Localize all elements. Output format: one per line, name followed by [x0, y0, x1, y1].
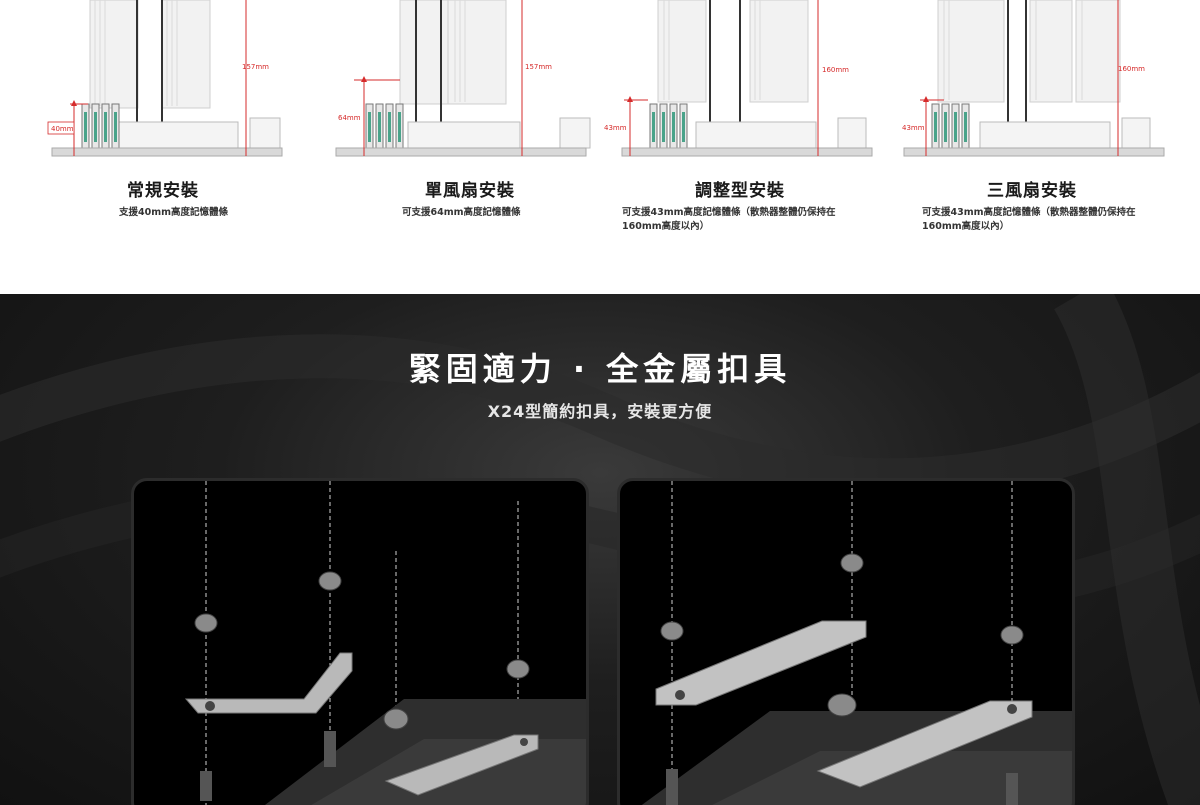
cooler-diagram-adjustable: 43mm 160mm [604, 0, 873, 157]
mounting-illustration-left [184, 481, 586, 805]
cooler-diagram-triple-fan: 43mm 160mm [902, 0, 1165, 157]
mode-title: 常規安裝 [127, 181, 199, 201]
mounting-image-right [617, 478, 1075, 805]
mode-title: 單風扇安裝 [425, 181, 515, 201]
cooler-height-label: 157mm [242, 63, 269, 71]
cooler-height-label: 160mm [822, 66, 849, 74]
section-subheadline: X24型簡約扣具，安裝更方便 [487, 402, 713, 421]
mode-desc: 可支援43mm高度記憶體條（散熱器整體仍保持在160mm高度以內） [622, 207, 836, 232]
cooler-diagram-standard: 40mm 157mm [47, 0, 283, 157]
cooler-height-label: 160mm [1118, 65, 1145, 73]
install-mode-adjustable: 43mm 160mm 調整型安裝 可支援43mm高度記憶體條（散熱器整體仍保持在… [600, 0, 900, 294]
install-mode-triple-fan: 43mm 160mm 三風扇安裝 可支援43mm高度記憶體條（散熱器整體仍保持在… [900, 0, 1200, 294]
section-headline: 緊固適力 · 全金屬扣具 [408, 350, 792, 388]
install-mode-standard: 40mm 157mm 常規安裝 支援40mm高度記憶體條 [0, 0, 300, 294]
ram-height-label: 40mm [51, 125, 74, 133]
mounting-illustration-right [641, 481, 1072, 805]
mode-desc: 可支援64mm高度記憶體條 [402, 207, 521, 218]
install-modes-section: 40mm 157mm 常規安裝 支援40mm高度記憶體條 64mm 157mm [0, 0, 1200, 294]
mounting-kit-section: 緊固適力 · 全金屬扣具 X24型簡約扣具，安裝更方便 [0, 294, 1200, 805]
ram-height-label: 43mm [604, 124, 627, 132]
ram-height-label: 43mm [902, 124, 925, 132]
mounting-image-left [131, 478, 589, 805]
cooler-diagram-single-fan: 64mm 157mm [335, 0, 591, 157]
ram-height-label: 64mm [338, 114, 361, 122]
install-mode-single-fan: 64mm 157mm 單風扇安裝 可支援64mm高度記憶體條 [300, 0, 600, 294]
mode-title: 調整型安裝 [695, 181, 785, 201]
mode-desc: 可支援43mm高度記憶體條（散熱器整體仍保持在160mm高度以內） [922, 207, 1136, 232]
cooler-height-label: 157mm [525, 63, 552, 71]
mode-title: 三風扇安裝 [987, 181, 1077, 201]
mode-desc: 支援40mm高度記憶體條 [119, 207, 229, 218]
